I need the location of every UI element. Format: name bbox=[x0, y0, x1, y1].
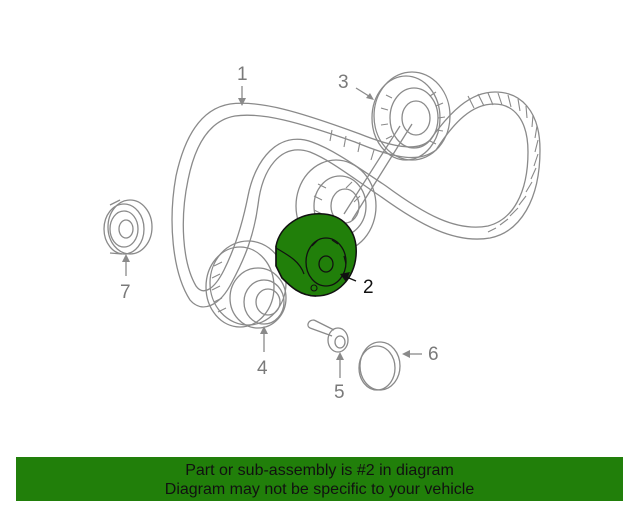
parts-diagram: 1 2 3 4 5 6 7 bbox=[103, 64, 541, 403]
pulley-3 bbox=[343, 71, 451, 221]
callout-6: 6 bbox=[428, 344, 439, 365]
bolt-5 bbox=[307, 319, 349, 353]
parts-diagram-svg: 1 2 3 4 5 6 7 bbox=[103, 64, 541, 403]
notice-line-2: Diagram may not be specific to your vehi… bbox=[164, 481, 475, 498]
belt-tensioner-2 bbox=[275, 213, 357, 297]
callout-3: 3 bbox=[338, 72, 349, 93]
leader-lines bbox=[122, 86, 422, 378]
notice-banner: Part or sub-assembly is #2 in diagram Di… bbox=[16, 457, 623, 501]
cap-6 bbox=[358, 341, 401, 391]
callout-5: 5 bbox=[334, 382, 345, 403]
notice-line-1: Part or sub-assembly is #2 in diagram bbox=[185, 462, 454, 479]
callout-2: 2 bbox=[363, 277, 374, 298]
callout-1: 1 bbox=[237, 64, 248, 85]
callout-4: 4 bbox=[257, 358, 268, 379]
callout-7: 7 bbox=[120, 282, 131, 303]
crankshaft-pulley-4 bbox=[205, 240, 287, 329]
idler-pulley-7 bbox=[103, 199, 153, 255]
